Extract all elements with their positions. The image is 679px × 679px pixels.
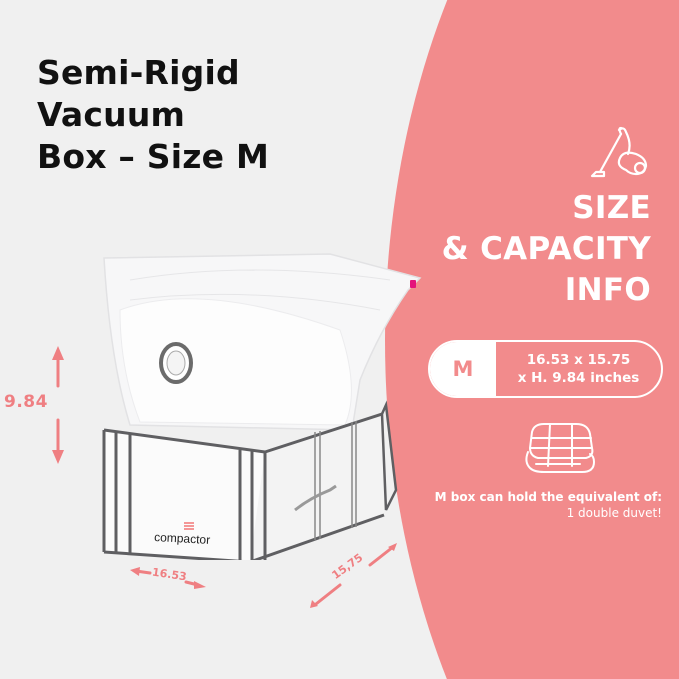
folded-duvet-icon: [525, 423, 595, 473]
dimensions-line-1: 16.53 x 15.75: [526, 352, 631, 368]
size-dimensions: 16.53 x 15.75 x H. 9.84 inches: [496, 342, 661, 396]
heading-line-1: SIZE: [572, 190, 651, 226]
capacity-line-1: M box can hold the equivalent of:: [434, 490, 662, 504]
capacity-line-2: 1 double duvet!: [566, 506, 662, 520]
size-label: M: [430, 342, 496, 396]
valve-icon: [159, 342, 193, 384]
width-dimension-label: 16.53: [151, 565, 188, 584]
vacuum-cleaner-icon: [590, 126, 648, 178]
height-dimension-label: 9.84: [4, 392, 48, 412]
product-title: Semi-Rigid Vacuum Box – Size M: [37, 52, 269, 178]
info-heading: SIZE & CAPACITY INFO: [442, 188, 651, 311]
heading-line-3: INFO: [564, 272, 651, 308]
product-image: compactor: [102, 253, 422, 560]
brand-label: compactor: [154, 530, 211, 547]
dimensions-line-2: x H. 9.84 inches: [517, 370, 640, 386]
pink-background-shape: [385, 0, 679, 679]
capacity-text: M box can hold the equivalent of: 1 doub…: [435, 489, 662, 521]
title-line-1: Semi-Rigid: [37, 53, 240, 92]
heading-line-2: & CAPACITY: [441, 231, 651, 267]
title-line-3: Box – Size M: [37, 137, 269, 176]
title-line-2: Vacuum: [37, 95, 186, 134]
compactor-logo: [184, 522, 194, 530]
size-pill: M 16.53 x 15.75 x H. 9.84 inches: [428, 340, 663, 398]
